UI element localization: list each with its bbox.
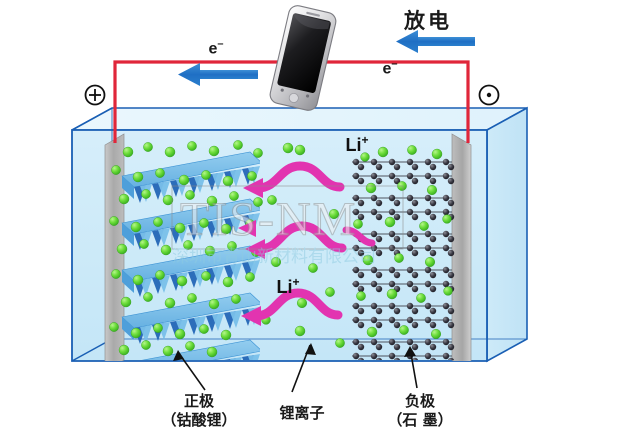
callout-electrolyte: 锂离子 <box>240 404 364 423</box>
flow-arrow-4 <box>342 226 376 247</box>
callout-cathode-material: （钴酸锂） <box>161 410 237 429</box>
electron-label-right: e– <box>382 58 398 78</box>
flow-arrow-3 <box>251 288 343 321</box>
positive-terminal <box>84 84 106 106</box>
discharge-arrow <box>396 30 475 53</box>
svg-text:深圳市青山新材料有限公司: 深圳市青山新材料有限公司 <box>172 247 376 267</box>
ion-label-lower: Li+ <box>276 275 300 297</box>
cell-right-face <box>486 106 528 363</box>
ion-label-upper: Li+ <box>345 133 369 155</box>
phone-screen <box>277 13 331 93</box>
anode-graphite-structure <box>352 145 455 360</box>
smartphone-device <box>269 5 337 111</box>
electron-label-left: e– <box>208 38 224 58</box>
cathode-current-collector <box>104 133 125 361</box>
ion-flow-arrows <box>251 161 376 321</box>
callout-anode-name: 负极 <box>404 392 435 410</box>
flow-arrow-2 <box>255 221 347 254</box>
anode-current-collector <box>451 133 472 361</box>
electron-arrow-left <box>178 63 258 86</box>
callout-arrowheads <box>173 343 416 361</box>
callout-cathode-name: 正极 <box>183 392 214 410</box>
lithium-ions <box>109 140 345 358</box>
callout-anode-material: （石 墨） <box>387 410 453 429</box>
callout-cathode: 正极 （钴酸锂） <box>137 392 261 430</box>
callout-electrolyte-name: 锂离子 <box>279 404 325 422</box>
phone-home-button <box>288 92 299 103</box>
svg-text:TIS-NM: TIS-NM <box>180 193 357 246</box>
watermark: TIS-NM 深圳市青山新材料有限公司 <box>171 185 404 267</box>
negative-terminal <box>478 84 500 106</box>
flow-arrow-1 <box>253 161 345 193</box>
callout-anode: 负极 （石 墨） <box>358 392 482 430</box>
discharge-label: 放电 <box>404 9 452 33</box>
phone-speaker <box>306 11 320 17</box>
